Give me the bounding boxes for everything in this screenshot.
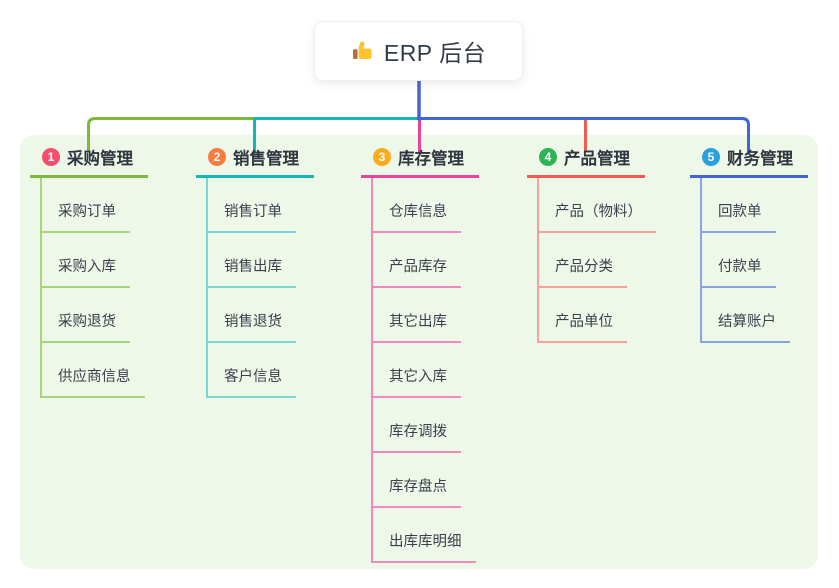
child-node[interactable]: 销售退货 bbox=[208, 312, 296, 343]
branch-finance-title[interactable]: 5 财务管理 bbox=[690, 145, 808, 178]
branch-sales-title[interactable]: 2 销售管理 bbox=[196, 145, 314, 178]
child-node[interactable]: 客户信息 bbox=[208, 367, 296, 398]
branch-purchase-title[interactable]: 1 采购管理 bbox=[30, 145, 148, 178]
child-node[interactable]: 采购订单 bbox=[42, 202, 130, 233]
child-node[interactable]: 产品库存 bbox=[373, 257, 461, 288]
child-node[interactable]: 产品单位 bbox=[539, 312, 627, 343]
child-node[interactable]: 付款单 bbox=[702, 257, 776, 288]
root-node[interactable]: ERP 后台 bbox=[314, 21, 523, 81]
child-node[interactable]: 其它出库 bbox=[373, 312, 461, 343]
branch-finance: 5 财务管理 回款单 付款单 结算账户 bbox=[690, 145, 808, 343]
branch-number-badge: 2 bbox=[208, 148, 226, 166]
root-label: ERP 后台 bbox=[383, 40, 487, 66]
branch-title-label: 库存管理 bbox=[398, 150, 464, 168]
child-node[interactable]: 销售出库 bbox=[208, 257, 296, 288]
branch-title-label: 产品管理 bbox=[564, 150, 630, 168]
branch-title-label: 采购管理 bbox=[67, 150, 133, 168]
branches-panel bbox=[20, 135, 818, 569]
child-node[interactable]: 产品分类 bbox=[539, 257, 627, 288]
child-node[interactable]: 供应商信息 bbox=[42, 367, 145, 398]
child-node[interactable]: 库存调拨 bbox=[373, 422, 461, 453]
child-node[interactable]: 其它入库 bbox=[373, 367, 461, 398]
child-node[interactable]: 库存盘点 bbox=[373, 477, 461, 508]
branch-sales-children: 销售订单 销售出库 销售退货 客户信息 bbox=[206, 178, 314, 398]
branch-number-badge: 5 bbox=[702, 148, 720, 166]
thumbs-up-icon bbox=[351, 39, 375, 63]
branch-purchase-children: 采购订单 采购入库 采购退货 供应商信息 bbox=[40, 178, 148, 398]
branch-title-label: 销售管理 bbox=[233, 150, 299, 168]
branch-number-badge: 4 bbox=[539, 148, 557, 166]
branch-number-badge: 1 bbox=[42, 148, 60, 166]
child-node[interactable]: 回款单 bbox=[702, 202, 776, 233]
branch-purchase: 1 采购管理 采购订单 采购入库 采购退货 供应商信息 bbox=[30, 145, 148, 398]
branch-title-label: 财务管理 bbox=[727, 150, 793, 168]
branch-inventory-title[interactable]: 3 库存管理 bbox=[361, 145, 479, 178]
branch-number-badge: 3 bbox=[373, 148, 391, 166]
child-node[interactable]: 采购退货 bbox=[42, 312, 130, 343]
branch-sales: 2 销售管理 销售订单 销售出库 销售退货 客户信息 bbox=[196, 145, 314, 398]
child-node[interactable]: 销售订单 bbox=[208, 202, 296, 233]
branch-finance-children: 回款单 付款单 结算账户 bbox=[700, 178, 808, 343]
child-node[interactable]: 产品（物料） bbox=[539, 202, 656, 233]
branch-product: 4 产品管理 产品（物料） 产品分类 产品单位 bbox=[527, 145, 656, 343]
branch-product-title[interactable]: 4 产品管理 bbox=[527, 145, 645, 178]
branch-product-children: 产品（物料） 产品分类 产品单位 bbox=[537, 178, 656, 343]
child-node[interactable]: 出库库明细 bbox=[373, 532, 476, 563]
child-node[interactable]: 采购入库 bbox=[42, 257, 130, 288]
branch-inventory: 3 库存管理 仓库信息 产品库存 其它出库 其它入库 库存调拨 库存盘点 出库库… bbox=[361, 145, 479, 563]
child-node[interactable]: 结算账户 bbox=[702, 312, 790, 343]
child-node[interactable]: 仓库信息 bbox=[373, 202, 461, 233]
branch-inventory-children: 仓库信息 产品库存 其它出库 其它入库 库存调拨 库存盘点 出库库明细 bbox=[371, 178, 479, 563]
